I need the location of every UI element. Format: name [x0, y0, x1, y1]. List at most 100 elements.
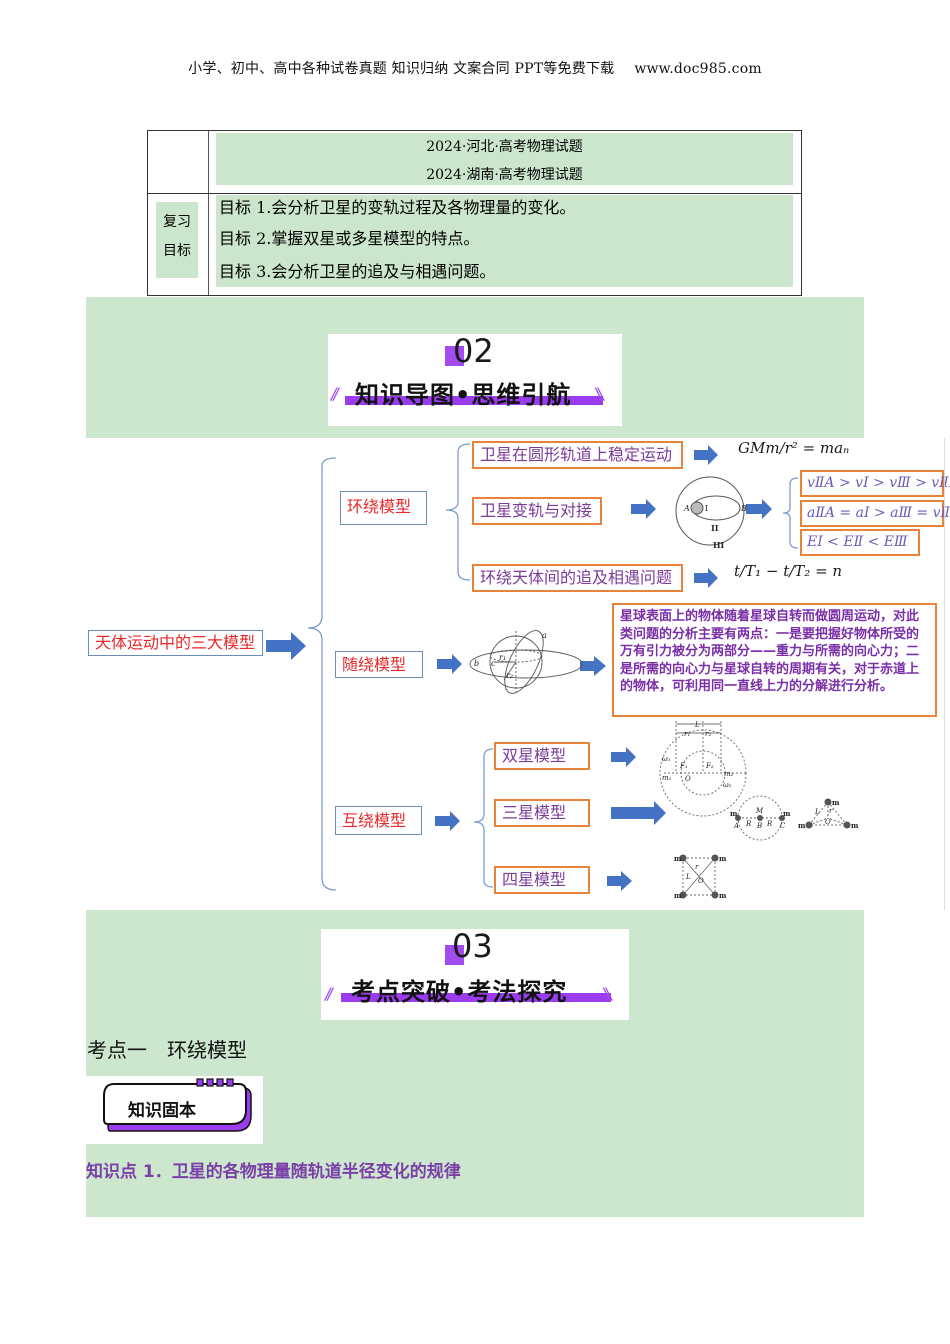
diagram-label: m	[719, 854, 727, 863]
goal-label-line: 目标	[163, 243, 191, 259]
node-follow-model[interactable]: 随绕模型	[335, 651, 423, 678]
diagram-label: L	[814, 808, 820, 816]
arrow-icon	[631, 499, 656, 519]
arrow-icon	[435, 811, 460, 831]
header-url[interactable]: www.doc985.com	[634, 61, 762, 77]
badge-label: 知识固本	[128, 1101, 196, 1121]
diagram-label: ω₁	[662, 755, 671, 763]
diagram-label: A	[683, 504, 690, 513]
diagram-label: r₁	[684, 730, 690, 738]
diagram-label: m	[851, 821, 859, 830]
slash-decoration-left: //	[331, 384, 339, 403]
badge-frame-icon	[103, 1078, 252, 1132]
diagram-label: r₂	[705, 730, 711, 738]
slash-decoration-right: //	[599, 384, 604, 403]
bracket-main	[307, 457, 337, 891]
node-four-star[interactable]: 四星模型	[494, 866, 590, 894]
diagram-label: m	[730, 809, 738, 818]
diagram-label: m	[719, 891, 727, 900]
goal-item: 目标 3.会分析卫星的追及与相遇问题。	[219, 262, 496, 281]
diagram-label: r₁	[499, 653, 506, 662]
diagram-label: m	[674, 891, 682, 900]
node-three-star[interactable]: 三星模型	[494, 799, 590, 827]
section-title: 考点突破•考法探究	[351, 978, 568, 1006]
title-underline	[341, 993, 611, 1002]
follow-model-note: 星球表面上的物体随着星球自转而做圆周运动，对此类问题的分析主要有两点：一是要把握…	[612, 603, 937, 717]
orbit-transfer-diagram	[675, 476, 745, 546]
diagram-label: I	[705, 504, 708, 513]
mind-map: A I B II III a b c r₁ r₂	[86, 438, 950, 910]
section-title-card-03: 03 // 考点突破•考法探究 //	[321, 927, 629, 1020]
diagram-label: L	[694, 721, 700, 729]
section-number: 02	[453, 332, 494, 370]
result-energy: EⅠ < EⅡ < EⅢ	[800, 529, 920, 556]
diagram-label: R	[745, 820, 752, 828]
diagram-label: B	[756, 822, 762, 830]
bracket-orbit	[445, 443, 471, 581]
arrow-icon	[746, 499, 772, 519]
diagram-label: F₁	[679, 762, 688, 770]
node-orbit-transfer[interactable]: 卫星变轨与对接	[472, 497, 602, 525]
diagram-label: r	[695, 863, 699, 871]
node-pursuit-meeting[interactable]: 环绕天体间的追及相遇问题	[472, 564, 683, 592]
goal-label-line: 复习	[163, 214, 191, 230]
diagram-label: m	[832, 798, 840, 807]
diagram-label: m	[798, 821, 806, 830]
goal-label: 复习 目标	[156, 202, 198, 278]
diagram-label: R	[766, 820, 773, 828]
source-line: 2024·河北·高考物理试题	[426, 139, 583, 155]
arrow-icon	[607, 871, 632, 891]
section-title-card-02: 02 // 知识导图•思维引航 //	[328, 332, 622, 426]
bracket-mutual	[473, 748, 494, 888]
diagram-label: F₂	[705, 762, 714, 770]
node-circular-orbit[interactable]: 卫星在圆形轨道上稳定运动	[472, 441, 683, 469]
goals-cell: 目标 1.会分析卫星的变轨过程及各物理量的变化。 目标 2.掌握双星或多星模型的…	[216, 195, 793, 287]
mind-map-connectors: A I B II III a b c r₁ r₂	[266, 443, 859, 900]
diagram-label: ω₂	[723, 781, 732, 789]
arrow-icon	[694, 445, 718, 465]
arrow-icon	[266, 632, 306, 660]
diagram-label: c	[491, 659, 496, 668]
three-star-triangle-diagram	[805, 798, 851, 829]
diagram-label: m₁	[662, 774, 672, 782]
section-title: 知识导图•思维引航	[355, 381, 572, 409]
node-binary-star[interactable]: 双星模型	[494, 742, 590, 770]
arrow-icon	[437, 654, 462, 674]
three-star-line-diagram	[735, 795, 785, 841]
source-cell: 2024·河北·高考物理试题 2024·湖南·高考物理试题	[216, 133, 793, 185]
arrow-icon	[611, 801, 666, 825]
diagram-label: M	[755, 807, 764, 815]
section-number: 03	[452, 927, 493, 965]
diagram-label: O	[685, 775, 691, 783]
diagram-label: r	[829, 807, 833, 815]
diagram-label: r₂	[506, 671, 513, 680]
formula-pursuit: t/T₁ − t/T₂ = n	[734, 562, 842, 580]
diagram-label: A	[733, 822, 739, 830]
diagram-label: m₂	[724, 770, 734, 778]
knowledge-point-title: 知识点 1．卫星的各物理量随轨道半径变化的规律	[86, 1162, 461, 1182]
source-line: 2024·湖南·高考物理试题	[426, 167, 583, 183]
knowledge-badge: 知识固本	[86, 1076, 263, 1144]
goal-item: 目标 1.会分析卫星的变轨过程及各物理量的变化。	[219, 198, 576, 217]
bracket-results	[782, 477, 799, 549]
diagram-label: O	[698, 877, 704, 885]
slash-decoration-left: //	[325, 984, 333, 1003]
diagram-label: b	[474, 659, 479, 668]
diagram-label: II	[711, 523, 719, 533]
diagram-label: B	[740, 504, 747, 513]
result-velocity: vⅡA > vⅠ > vⅢ > vⅡB	[800, 470, 950, 497]
goal-item: 目标 2.掌握双星或多星模型的特点。	[219, 229, 480, 248]
node-mutual-model[interactable]: 互绕模型	[335, 806, 422, 835]
node-orbit-model[interactable]: 环绕模型	[340, 491, 427, 525]
formula-text: GMm/r² = maₙ	[738, 439, 850, 457]
table-divider	[148, 193, 801, 194]
formula-text: t/T₁ − t/T₂ = n	[734, 562, 843, 580]
accent-square	[445, 346, 464, 366]
arrow-icon	[580, 656, 606, 676]
root-node[interactable]: 天体运动中的三大模型	[88, 630, 263, 656]
arrow-icon	[694, 568, 718, 588]
result-acceleration: aⅡA = aⅠ > aⅢ = vⅡB	[800, 500, 950, 527]
binary-star-diagram	[659, 721, 747, 817]
formula-circular: GMm/r² = maₙ	[738, 439, 849, 457]
four-star-diagram	[679, 854, 719, 899]
